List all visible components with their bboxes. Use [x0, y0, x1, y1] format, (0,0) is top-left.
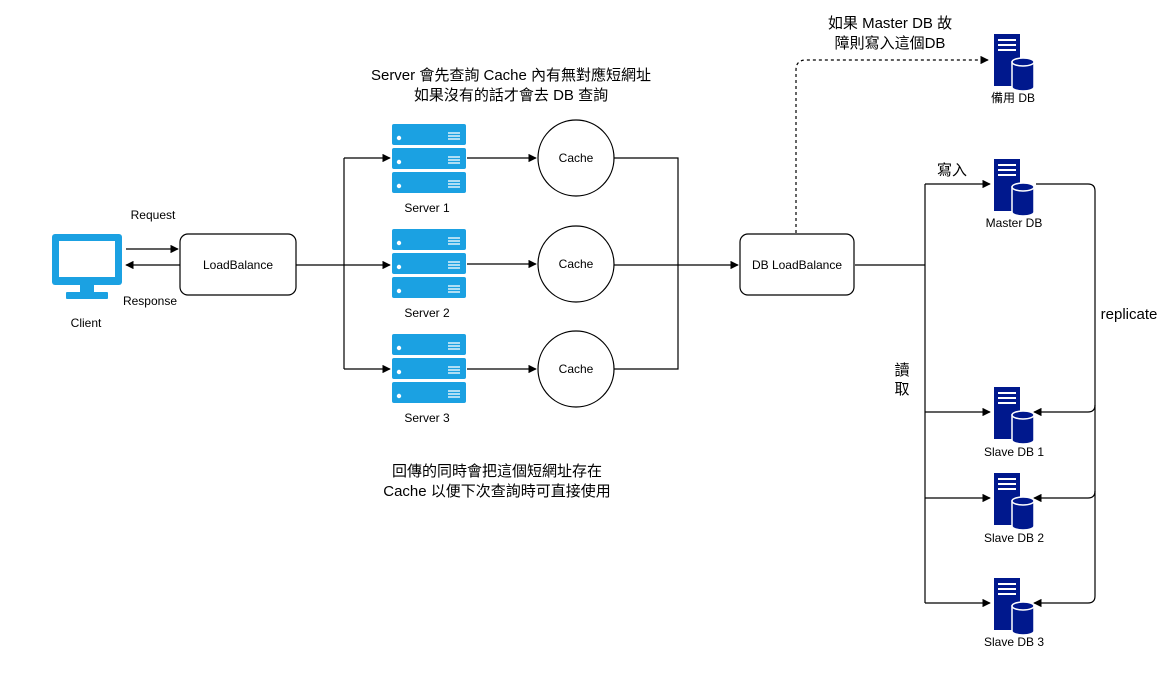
database-icon — [993, 33, 1035, 92]
cache-check-note-line1: Server 會先查詢 Cache 內有無對應短網址 — [371, 66, 651, 84]
cache1-to-dblb — [614, 157, 679, 265]
slave-db3-node[interactable]: Slave DB 3 — [984, 577, 1044, 649]
replicate-to-slave1 — [1033, 404, 1096, 417]
slave-db2-node[interactable]: Slave DB 2 — [984, 472, 1044, 545]
database-icon — [993, 577, 1035, 636]
server1-label: Server 1 — [404, 201, 450, 215]
failover-note-line1: 如果 Master DB 故 — [828, 15, 952, 32]
store-note-line2: Cache 以便下次查詢時可直接使用 — [383, 483, 611, 500]
monitor-icon — [52, 234, 122, 299]
cache3-label: Cache — [559, 362, 594, 376]
edges — [125, 55, 1096, 608]
cache-check-note-line2: 如果沒有的話才會去 DB 查詢 — [414, 87, 608, 104]
cache2-label: Cache — [559, 257, 594, 271]
cache1-label: Cache — [559, 151, 594, 165]
read-label-line1: 讀 — [894, 362, 909, 379]
replicate-to-slave2 — [1033, 490, 1096, 503]
cache3-node[interactable]: Cache — [537, 330, 615, 408]
slave-db2-label: Slave DB 2 — [984, 531, 1044, 545]
client-node[interactable]: Client — [52, 234, 122, 330]
backup-db-label: 備用 DB — [991, 90, 1035, 105]
database-icon — [993, 472, 1035, 531]
replicate-label: replicate — [1101, 306, 1158, 323]
request-label: Request — [131, 208, 176, 222]
failover-dashed-arrow — [795, 55, 989, 233]
database-icon — [993, 386, 1035, 445]
cache1-node[interactable]: Cache — [537, 119, 615, 197]
server-rack-icon — [391, 123, 467, 194]
server3-node[interactable]: Server 3 — [391, 333, 467, 425]
server2-node[interactable]: Server 2 — [391, 228, 467, 320]
master-db-label: Master DB — [986, 216, 1043, 230]
server3-label: Server 3 — [404, 411, 450, 425]
backup-db-node[interactable]: 備用 DB — [991, 33, 1035, 105]
server-rack-icon — [391, 228, 467, 299]
db-loadbalance-node[interactable]: DB LoadBalance — [739, 233, 855, 296]
write-label: 寫入 — [937, 161, 967, 179]
read-label-line2: 取 — [894, 381, 909, 398]
failover-note-line2: 障則寫入這個DB — [835, 34, 946, 52]
slave-db1-label: Slave DB 1 — [984, 445, 1044, 459]
loadbalance-node[interactable]: LoadBalance — [179, 233, 297, 296]
database-icon — [993, 158, 1035, 217]
db-loadbalance-label: DB LoadBalance — [752, 258, 842, 272]
replicate-trunk — [1036, 183, 1096, 604]
server-rack-icon — [391, 333, 467, 404]
loadbalance-label: LoadBalance — [203, 258, 273, 272]
store-note-line1: 回傳的同時會把這個短網址存在 — [392, 463, 602, 480]
slave-db1-node[interactable]: Slave DB 1 — [984, 386, 1044, 459]
cache2-node[interactable]: Cache — [537, 225, 615, 303]
client-label: Client — [71, 316, 102, 330]
master-db-node[interactable]: Master DB — [986, 158, 1043, 230]
slave-db3-label: Slave DB 3 — [984, 635, 1044, 649]
server1-node[interactable]: Server 1 — [391, 123, 467, 215]
response-label: Response — [123, 294, 177, 308]
cache3-to-dblb — [614, 265, 679, 370]
server2-label: Server 2 — [404, 306, 450, 320]
